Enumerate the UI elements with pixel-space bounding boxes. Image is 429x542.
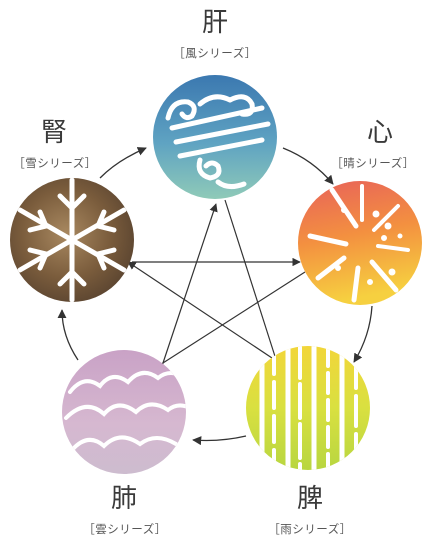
snowflake-icon <box>17 178 127 302</box>
arrow-spleen-to-kidney <box>127 261 291 371</box>
arrow-liver-to-heart <box>282 147 334 185</box>
arrow-heart-to-spleen <box>353 305 373 363</box>
lung-title: 肺 <box>110 484 137 514</box>
generating-cycle-arrows <box>57 147 373 446</box>
sunburst-icon <box>307 184 410 303</box>
arrow-lung-to-liver <box>157 203 218 379</box>
kidney-circle <box>10 178 134 302</box>
arrow-heart-to-lung <box>151 271 306 371</box>
lung-series-label: ［雲シリーズ］ <box>83 522 167 536</box>
spleen-circle <box>246 346 370 470</box>
arrow-spleen-to-lung <box>192 435 247 446</box>
liver-circle <box>153 75 277 199</box>
wind-swirl-icon <box>165 94 271 190</box>
spleen-series-label: ［雨シリーズ］ <box>268 522 352 536</box>
kidney-series-label: ［雪シリーズ］ <box>13 156 97 170</box>
lung-circle <box>62 350 186 474</box>
heart-title: 心 <box>366 118 393 148</box>
kidney-title: 腎 <box>40 118 67 148</box>
heart-circle <box>298 181 422 305</box>
arrow-lung-to-kidney <box>57 309 79 361</box>
liver-title: 肝 <box>201 8 228 38</box>
arrow-liver-to-spleen <box>224 199 282 373</box>
controlling-cycle-arrows <box>127 199 306 379</box>
cloud-icon <box>64 370 186 452</box>
arrow-kidney-to-liver <box>99 147 147 179</box>
liver-series-label: ［風シリーズ］ <box>173 46 257 60</box>
heart-series-label: ［晴シリーズ］ <box>331 156 415 170</box>
spleen-title: 脾 <box>296 484 323 514</box>
